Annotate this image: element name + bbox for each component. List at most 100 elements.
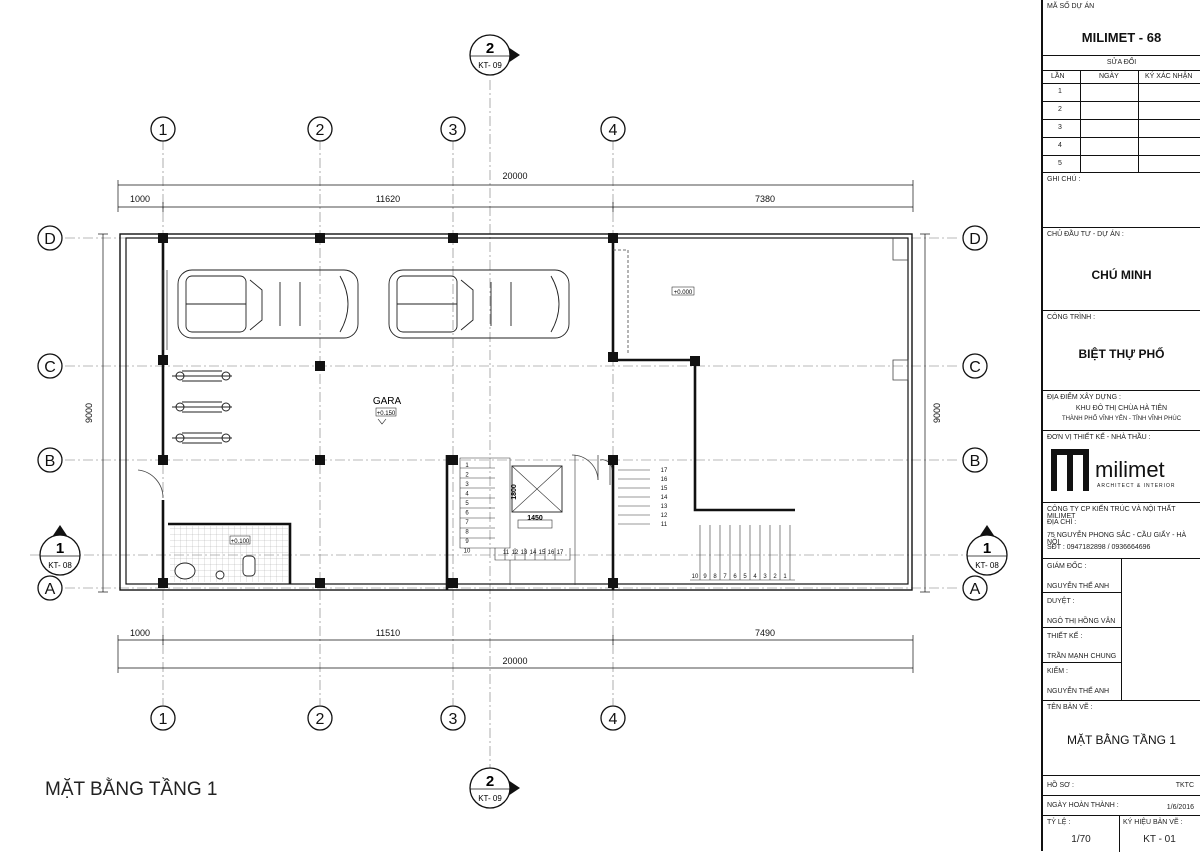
- svg-text:+0.000: +0.000: [674, 290, 693, 296]
- title-block: MÃ SỐ DỰ ÁN MILIMET - 68 SỬA ĐỔI LẦN NGÀ…: [1041, 0, 1200, 852]
- check-label: KIỂM :: [1047, 668, 1069, 675]
- revision-row: 5: [1043, 155, 1200, 173]
- stair_left_steps-step-number: 3: [465, 482, 469, 488]
- revision-number: 4: [1058, 142, 1062, 149]
- stair-right: [618, 469, 795, 581]
- grid-bubble-2-top: [307, 116, 333, 142]
- stair_right_bottom-step-number: 6: [733, 574, 737, 580]
- stair_right_steps-step-number: 16: [661, 477, 668, 483]
- location-label: ĐỊA ĐIỂM XÂY DỰNG :: [1047, 394, 1121, 401]
- stair_left_bottom-step-number: 11: [503, 550, 510, 556]
- stair_right_bottom-step-number: 9: [703, 574, 707, 580]
- stair_right_steps-step-number: 11: [661, 522, 668, 528]
- director-label: GIÁM ĐỐC :: [1047, 563, 1087, 570]
- dim-height-left: 9000: [84, 403, 94, 423]
- revision-row: 3: [1043, 119, 1200, 137]
- designer-label: ĐƠN VỊ THIẾT KẾ - NHÀ THẦU :: [1047, 434, 1151, 441]
- grid-bubble-a-left: [37, 575, 63, 601]
- grid-bubble-4-bottom: [600, 705, 626, 731]
- grid-axes: [30, 80, 1005, 770]
- stair_left_bottom-step-number: 12: [512, 550, 519, 556]
- file-value: TKTC: [1175, 782, 1194, 789]
- stair_left_bottom-step-number: 13: [521, 550, 528, 556]
- svg-text:1: 1: [983, 540, 991, 557]
- logo-wordmark: milimet: [1095, 457, 1165, 482]
- grid-label-a-left: A: [45, 581, 56, 598]
- stair_right_bottom-step-number: 8: [713, 574, 717, 580]
- stair_left_bottom-step-number: 16: [548, 550, 555, 556]
- stair_right_steps-step-number: 12: [661, 513, 668, 519]
- svg-text:+0.100: +0.100: [231, 539, 250, 545]
- stair_right_bottom-step-number: 10: [692, 574, 699, 580]
- dim-bottom-3: 7490: [755, 628, 775, 638]
- motorbike-icons: [172, 370, 232, 444]
- stair_right_bottom-step-number: 3: [763, 574, 767, 580]
- project-code-label: MÃ SỐ DỰ ÁN: [1047, 3, 1095, 10]
- check-name: NGUYỄN THẾ ANH: [1047, 688, 1110, 695]
- sheet-no-value: KT - 01: [1143, 834, 1176, 845]
- revision-label: SỬA ĐỔI: [1106, 59, 1137, 66]
- milimet-logo: milimet ARCHITECT & INTERIOR: [1051, 449, 1191, 493]
- grid-label-3-top: 3: [449, 122, 458, 139]
- grid-label-1-bottom: 1: [159, 711, 168, 728]
- rev-col-ky: KÝ XÁC NHẬN: [1145, 73, 1193, 80]
- stair_left_steps-step-number: 9: [465, 539, 469, 545]
- grid-bubble-c-left: [37, 353, 63, 379]
- grid-bubble-3-bottom: [440, 705, 466, 731]
- dimension-lines: [98, 180, 930, 673]
- dim-bottom-1: 1000: [130, 628, 150, 638]
- grid-label-b-right: B: [970, 453, 981, 470]
- stair_left_bottom-step-number: 15: [539, 550, 546, 556]
- grid-bubble-b-left: [37, 447, 63, 473]
- stair_left_bottom-step-number: 17: [557, 550, 564, 556]
- svg-text:KT- 08: KT- 08: [975, 561, 999, 570]
- address: 75 NGUYỄN PHONG SẮC - CẦU GIẤY - HÀ NỘI: [1047, 532, 1187, 546]
- room-label-gara: GARA: [373, 396, 402, 407]
- stair_left_steps-step-number: 10: [464, 549, 471, 555]
- grid-bubble-1-top: [150, 116, 176, 142]
- svg-text:2: 2: [486, 773, 494, 790]
- grid-label-1-top: 1: [159, 122, 168, 139]
- dim-bottom-2: 11510: [376, 628, 400, 638]
- level-tag-yard: +0.000: [671, 286, 695, 296]
- stair_right_bottom-step-number: 1: [783, 574, 787, 580]
- grid-bubble-d-right: [962, 225, 988, 251]
- work-name: BIỆT THỰ PHỐ: [1078, 347, 1165, 361]
- date-label: NGÀY HOÀN THÀNH :: [1047, 802, 1119, 809]
- grid-label-d-left: D: [44, 231, 56, 248]
- stair_left_steps-step-number: 4: [465, 492, 469, 498]
- structural-columns: [158, 233, 700, 588]
- file-label: HỒ SƠ :: [1047, 782, 1075, 789]
- phone: SĐT : 0947182898 / 0936664696: [1047, 544, 1151, 551]
- grid-label-4-top: 4: [609, 122, 618, 139]
- logo-tagline: ARCHITECT & INTERIOR: [1097, 483, 1176, 489]
- drawing-title: MẶT BẰNG TẦNG 1: [45, 778, 217, 800]
- svg-text:KT- 09: KT- 09: [478, 794, 502, 803]
- sheet-name: MẶT BẰNG TẦNG 1: [1067, 733, 1176, 747]
- level-tag-wc: +0.100: [229, 535, 251, 545]
- stair_left_steps-step-number: 6: [465, 511, 469, 517]
- section-marker-1-left: 1 KT- 08: [39, 525, 81, 576]
- svg-text:1: 1: [56, 540, 64, 557]
- sheet-no-label: KÝ HIỆU BẢN VẼ :: [1123, 819, 1183, 826]
- date-value: 1/6/2016: [1166, 804, 1194, 811]
- stair_left_steps-step-number: 2: [465, 473, 469, 479]
- dim-top-2: 11620: [376, 194, 400, 204]
- revision-number: 2: [1058, 106, 1062, 113]
- location-line-2: THÀNH PHỐ VĨNH YÊN - TỈNH VĨNH PHÚC: [1061, 416, 1182, 422]
- svg-text:2: 2: [486, 40, 494, 57]
- project-code: MILIMET - 68: [1081, 30, 1162, 45]
- grid-bubble-3-top: [440, 116, 466, 142]
- grid-label-2-bottom: 2: [316, 711, 325, 728]
- rev-col-lan: LẦN: [1051, 73, 1065, 80]
- grid-bubble-c-right: [962, 353, 988, 379]
- design-label: THIẾT KẾ :: [1047, 633, 1083, 640]
- section-marker-2-bottom: 2 KT- 09: [469, 767, 520, 809]
- approve-label: DUYỆT :: [1047, 598, 1075, 605]
- stair_right_bottom-step-number: 5: [743, 574, 747, 580]
- company-name: CÔNG TY CP KIẾN TRÚC VÀ NỘI THẤT MILIMET: [1047, 506, 1176, 520]
- grid-label-c-right: C: [969, 359, 981, 376]
- stair_left_bottom-step-number: 14: [530, 550, 537, 556]
- address-label: ĐỊA CHỈ :: [1047, 519, 1077, 526]
